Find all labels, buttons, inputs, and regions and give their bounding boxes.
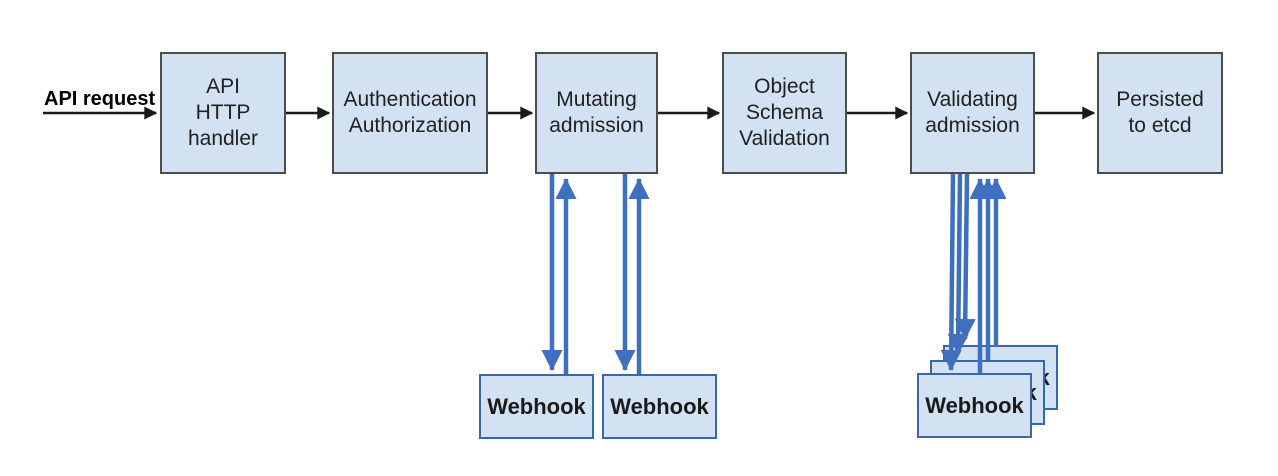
node-persisted-to-etcd: Persisted to etcd — [1097, 52, 1223, 174]
validating-webhook-1-call-arrow — [940, 173, 962, 372]
node-mutating-webhook-2: Webhook — [602, 374, 717, 439]
node-object-schema-validation: Object Schema Validation — [722, 52, 847, 174]
node-label: API HTTP handler — [187, 75, 259, 150]
node-authentication-authorization: Authentication Authorization — [332, 52, 488, 174]
api-request-label: API request — [44, 88, 156, 110]
validating-webhook-3-call-arrow — [954, 173, 976, 341]
node-mutating-webhook-1: Webhook — [479, 374, 594, 439]
node-label: Validating admission — [925, 88, 1020, 137]
node-label: Object Schema Validation — [739, 75, 830, 150]
validating-webhook-2-call-arrow — [947, 173, 969, 356]
node-mutating-admission: Mutating admission — [535, 52, 658, 174]
node-validating-admission: Validating admission — [910, 52, 1035, 174]
node-label: Persisted to etcd — [1116, 88, 1204, 137]
node-label: Authentication Authorization — [343, 88, 477, 137]
node-label: Mutating admission — [549, 88, 644, 137]
node-validating-webhook-1: Webhook — [917, 373, 1032, 438]
node-api-http-handler: API HTTP handler — [160, 52, 286, 174]
node-label: Webhook — [610, 393, 709, 419]
node-label: Webhook — [487, 393, 586, 419]
node-label: Webhook — [925, 392, 1024, 418]
